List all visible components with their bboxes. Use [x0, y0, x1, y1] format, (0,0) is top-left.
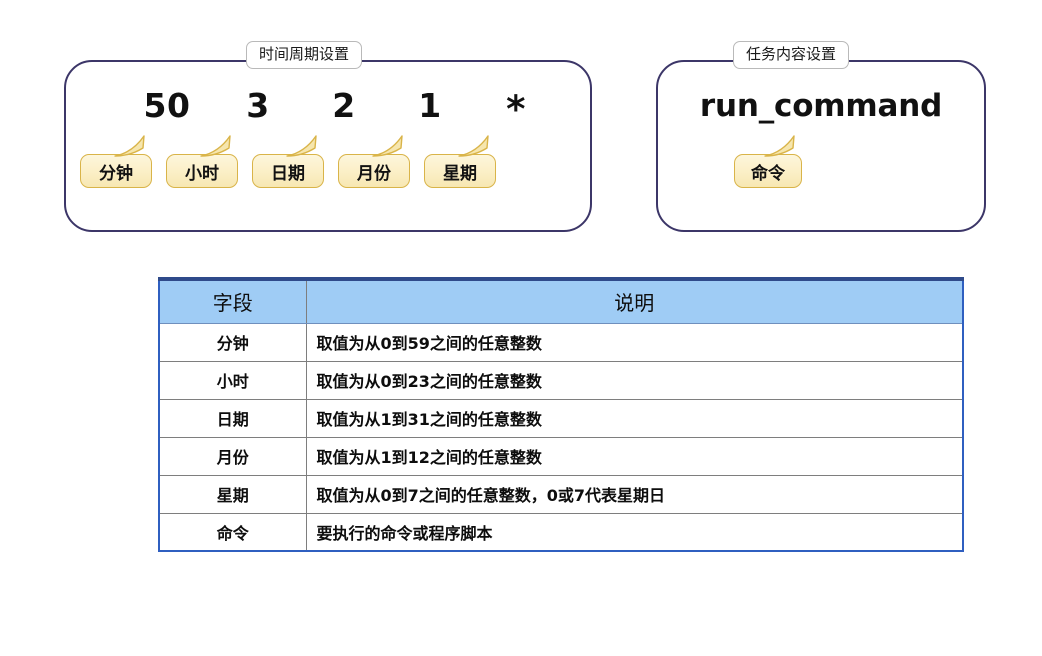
callout-tail-icon — [286, 135, 317, 157]
column-header-field: 字段 — [158, 277, 307, 324]
callout-day: 日期 — [252, 135, 324, 188]
callout-month-label: 月份 — [357, 163, 391, 184]
callout-month: 月份 — [338, 135, 410, 188]
cron-value-hour: 3 — [246, 86, 270, 125]
cell-description: 取值为从0到59之间的任意整数 — [305, 322, 964, 362]
task-content-panel: 任务内容设置 run_command 命令 — [656, 41, 986, 232]
callout-tail-icon — [764, 135, 795, 157]
callout-weekday-label: 星期 — [443, 163, 477, 184]
callout-day-label: 日期 — [271, 163, 305, 184]
cell-field: 命令 — [158, 512, 307, 552]
callout-weekday: 星期 — [424, 135, 496, 188]
callout-tail-icon — [372, 135, 403, 157]
task-content-panel-caption: 任务内容设置 — [733, 41, 850, 69]
cell-description: 取值为从1到12之间的任意整数 — [305, 436, 964, 476]
callout-minute: 分钟 — [80, 135, 152, 188]
callout-tail-icon — [114, 135, 145, 157]
cron-value-minute: 50 — [143, 86, 191, 125]
cell-field: 月份 — [158, 436, 307, 476]
cell-field: 小时 — [158, 360, 307, 400]
cell-description: 取值为从0到23之间的任意整数 — [305, 360, 964, 400]
cell-field: 星期 — [158, 474, 307, 514]
table-row: 日期取值为从1到31之间的任意整数 — [158, 398, 964, 438]
table-header-row: 字段 说明 — [158, 277, 964, 324]
command-value: run_command — [699, 88, 943, 124]
cell-description: 取值为从0到7之间的任意整数，0或7代表星期日 — [305, 474, 964, 514]
column-header-description: 说明 — [305, 277, 964, 324]
callout-hour: 小时 — [166, 135, 238, 188]
field-description-table: 字段 说明 分钟取值为从0到59之间的任意整数小时取值为从0到23之间的任意整数… — [158, 277, 964, 552]
table-row: 分钟取值为从0到59之间的任意整数 — [158, 322, 964, 362]
table-row: 星期取值为从0到7之间的任意整数，0或7代表星期日 — [158, 474, 964, 514]
callout-hour-label: 小时 — [185, 163, 219, 184]
table-row: 月份取值为从1到12之间的任意整数 — [158, 436, 964, 476]
time-period-panel-caption: 时间周期设置 — [246, 41, 363, 69]
callout-command-label: 命令 — [751, 163, 785, 184]
callout-command: 命令 — [734, 135, 802, 188]
callout-tail-icon — [458, 135, 489, 157]
cron-value-month: 1 — [418, 86, 442, 125]
cell-field: 分钟 — [158, 322, 307, 362]
cron-value-weekday: * — [506, 88, 526, 131]
cron-value-day: 2 — [332, 86, 356, 125]
table-row: 命令要执行的命令或程序脚本 — [158, 512, 964, 552]
callout-tail-icon — [200, 135, 231, 157]
cron-value-row: 50 3 2 1 * — [66, 84, 590, 131]
callout-minute-label: 分钟 — [99, 163, 133, 184]
table-row: 小时取值为从0到23之间的任意整数 — [158, 360, 964, 400]
cell-field: 日期 — [158, 398, 307, 438]
time-period-panel: 时间周期设置 50 3 2 1 * 分钟 小时 日期 月份 星期 — [64, 41, 592, 232]
cell-description: 要执行的命令或程序脚本 — [305, 512, 964, 552]
cell-description: 取值为从1到31之间的任意整数 — [305, 398, 964, 438]
